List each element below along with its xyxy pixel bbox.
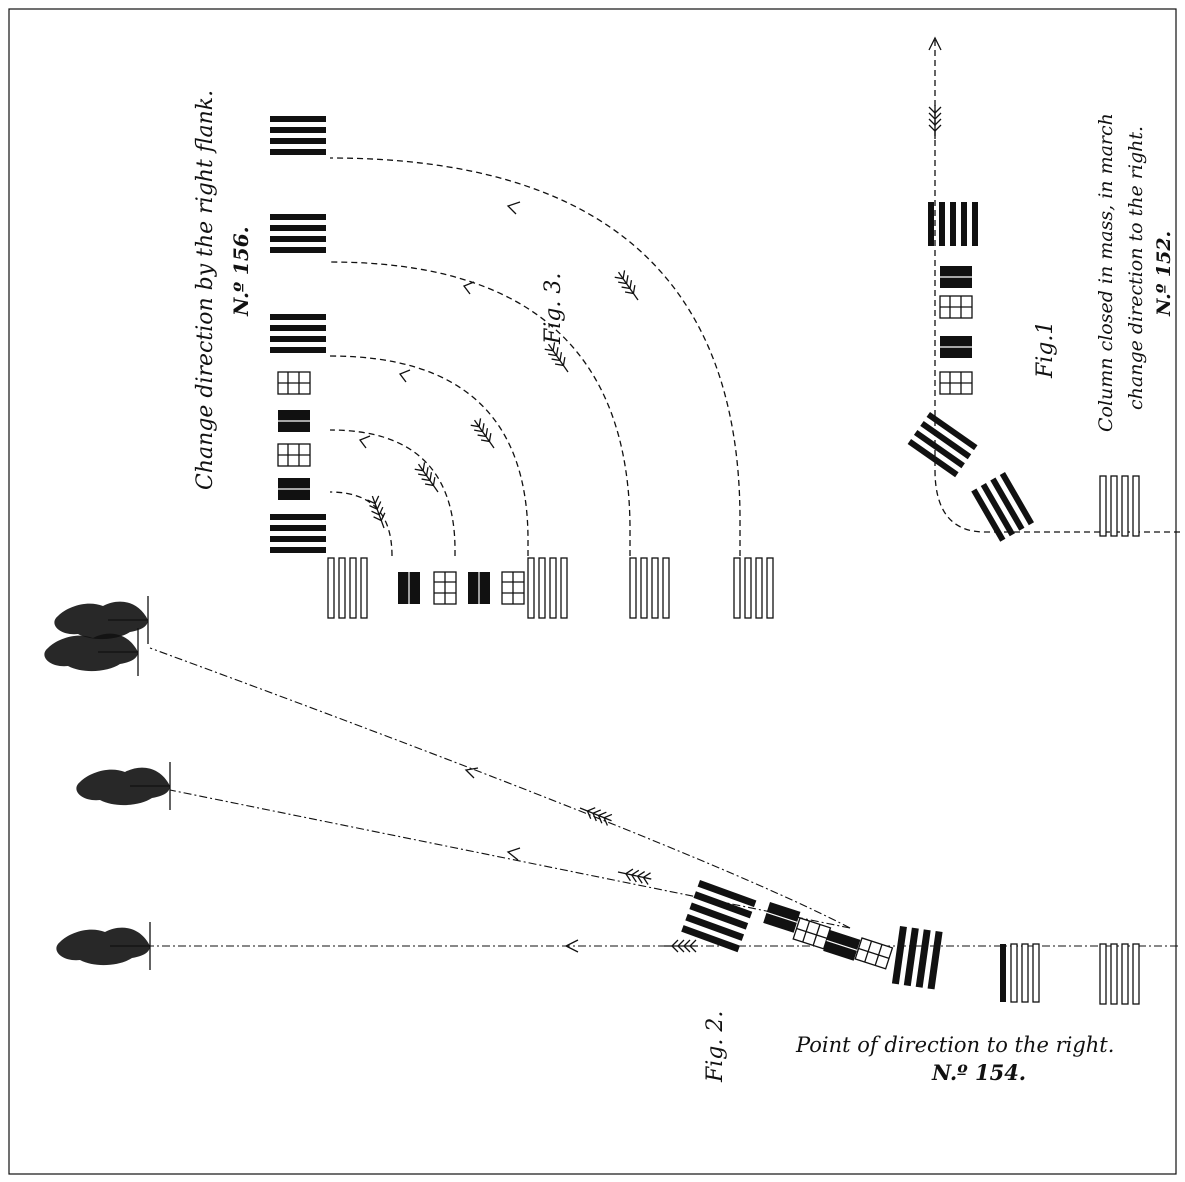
fig1-files bbox=[1099, 475, 1140, 537]
fig2-title: Point of direction to the right. bbox=[795, 1033, 1114, 1057]
fig2-label: Fig. 2. bbox=[703, 1011, 728, 1083]
fig1-path bbox=[934, 40, 1180, 533]
arrowhead-icon bbox=[506, 201, 521, 215]
arrowhead-icon bbox=[462, 281, 475, 295]
fig3-number: N.º 156. bbox=[229, 226, 253, 317]
arrowhead-icon bbox=[506, 847, 521, 861]
fig2-files-2 bbox=[1099, 943, 1140, 1005]
fig1-title-line1: Column closed in mass, in march bbox=[1095, 113, 1117, 432]
fig1-wheel-bars-1 bbox=[907, 412, 978, 478]
fig1-column-top bbox=[928, 202, 978, 246]
fig1-number: N.º 152. bbox=[1153, 231, 1175, 317]
fig1-label: Fig.1 bbox=[1033, 321, 1058, 379]
plate-border bbox=[8, 8, 1177, 1175]
arrowhead-icon bbox=[398, 369, 411, 383]
feather-arrow-icon bbox=[612, 268, 644, 305]
arrowhead-icon bbox=[564, 939, 579, 953]
feather-arrow-icon bbox=[468, 416, 500, 453]
arrowhead-icon bbox=[928, 36, 942, 51]
fig2-bars-1 bbox=[681, 880, 757, 953]
feather-arrow-icon bbox=[663, 939, 699, 953]
fig1-wheel-bars-2 bbox=[971, 472, 1034, 542]
feather-arrow-icon bbox=[542, 340, 574, 377]
tree-icon bbox=[55, 921, 151, 971]
arrowhead-icon bbox=[358, 435, 371, 449]
fig2-number: N.º 154. bbox=[931, 1060, 1026, 1085]
fig3-label: Fig. 3. bbox=[541, 273, 566, 345]
fig3-title: Change direction by the right flank. bbox=[193, 90, 218, 490]
fig2-files-1 bbox=[1000, 943, 1040, 1003]
fig1-group: Fig.1 Column closed in mass, in march ch… bbox=[907, 36, 1180, 542]
fig3-group: Fig. 3. Change direction by the right fl… bbox=[193, 90, 774, 619]
feather-arrow-icon bbox=[928, 104, 942, 140]
fig2-group: Fig. 2. Point of direction to the right.… bbox=[43, 595, 1178, 1085]
tree-icon bbox=[75, 761, 171, 811]
fig2-bars-2 bbox=[891, 926, 943, 990]
fig1-title-line2: change direction to the right. bbox=[1125, 126, 1147, 410]
arrowhead-icon bbox=[464, 767, 479, 779]
feather-arrow-icon bbox=[366, 493, 391, 531]
feather-arrow-icon bbox=[616, 865, 654, 886]
